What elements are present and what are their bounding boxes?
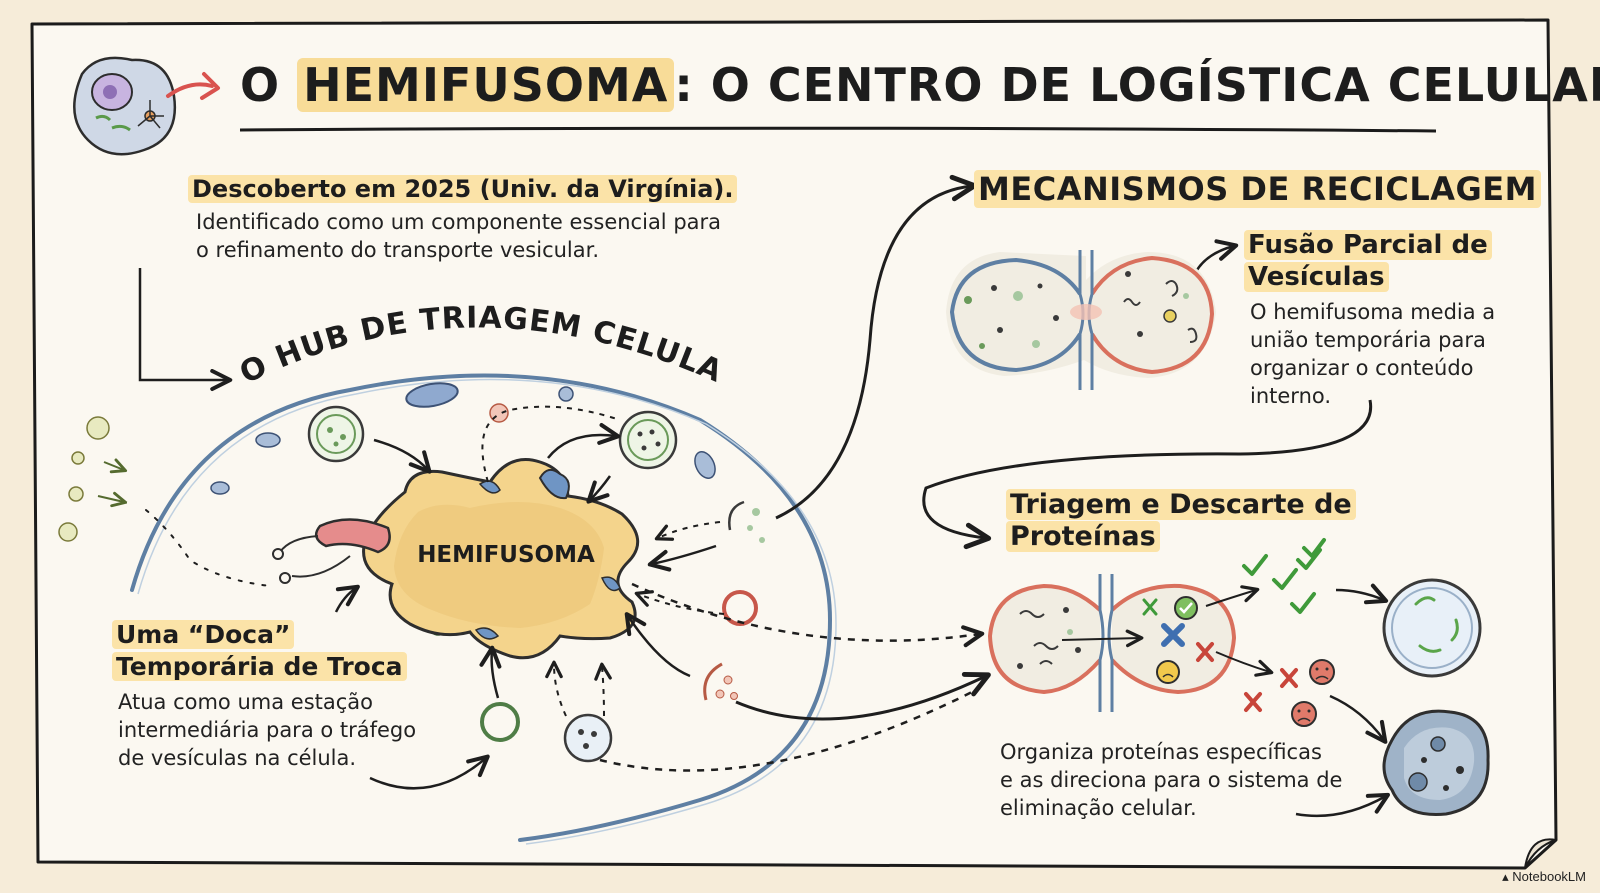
fusion-heading-1: Fusão Parcial de (1244, 230, 1492, 260)
cell-membrane (130, 373, 833, 842)
sad-face-icon (1291, 659, 1335, 727)
watermark: ▴ NotebookLM (1502, 869, 1586, 884)
cross-icon (1196, 642, 1298, 712)
sorting-heading-2: Proteínas (1006, 521, 1160, 552)
fusion-line-1: O hemifusoma media a (1250, 300, 1496, 324)
discovery-heading: Descoberto em 2025 (Univ. da Virgínia). (188, 174, 738, 204)
dock-heading-1: Uma “Doca” (112, 620, 295, 650)
fusion-line-4: interno. (1250, 384, 1332, 408)
recycling-title: MECANISMOS DE RECICLAGEM (974, 170, 1541, 208)
check-icon (1242, 538, 1326, 614)
title-highlight: HEMIFUSOMA (297, 58, 675, 112)
title-rest: : O CENTRO DE LOGÍSTICA CELULAR (674, 58, 1600, 112)
discovery-line-2: o refinamento do transporte vesicular. (196, 238, 600, 262)
title-underline (239, 126, 1437, 133)
vesicle (307, 405, 365, 463)
dock-line-1: Atua como uma estação (118, 690, 373, 714)
fusion-line-2: união temporária para (1250, 328, 1486, 352)
sorting-heading-1: Triagem e Descarte de (1006, 489, 1356, 520)
sorting-line-1: Organiza proteínas específicas (1000, 740, 1322, 764)
fusion-line-3: organizar o conteúdo (1250, 356, 1474, 380)
discovery-line-1: Identificado como um componente essencia… (196, 210, 722, 234)
hemifusoma-label: HEMIFUSOMA (417, 542, 595, 568)
partial-fusion-diagram (946, 250, 1216, 390)
title-prefix: O (240, 58, 281, 112)
dock-line-3: de vesículas na célula. (118, 746, 357, 770)
paper-curl (1524, 838, 1557, 869)
page-title: O HEMIFUSOMA: O CENTRO DE LOGÍSTICA CELU… (240, 58, 1600, 112)
fusion-heading-2: Vesículas (1244, 262, 1389, 292)
sorting-line-2: e as direciona para o sistema de (1000, 768, 1343, 792)
dock-line-2: intermediária para o tráfego (118, 718, 417, 742)
lysosome-icon (1382, 709, 1490, 816)
arrow-icon (166, 82, 214, 98)
dock-heading-2: Temporária de Troca (112, 652, 407, 682)
discovery-connector (138, 268, 233, 392)
sorting-line-3: eliminação celular. (1000, 796, 1197, 820)
incoming-particles (58, 416, 110, 542)
hub-label: O HUB DE TRIAGEM CELULAR (0, 0, 728, 391)
cell-icon (73, 56, 177, 156)
